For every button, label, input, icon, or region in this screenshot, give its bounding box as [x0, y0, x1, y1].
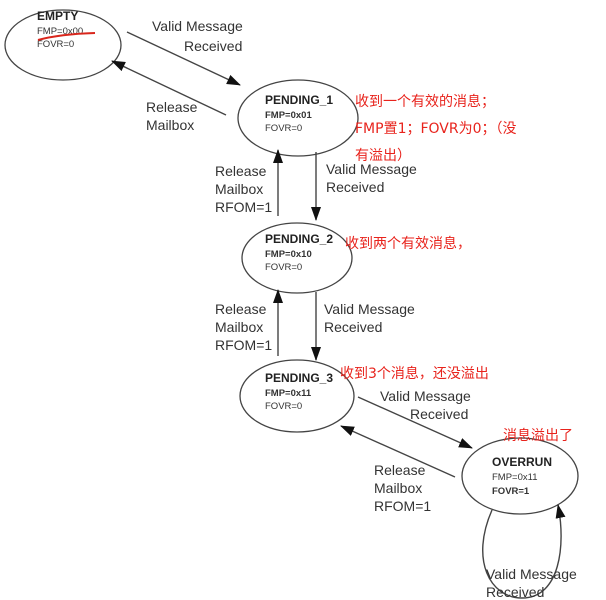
red-underline [37, 32, 96, 41]
state-fmp: FMP=0x00 [37, 26, 83, 37]
annotation-pending2: 收到两个有效消息， [345, 235, 471, 252]
annotation-pending1: FMP置1；FOVR为0；（没 [355, 121, 517, 137]
state-pending-2: PENDING_2 FMP=0x10 FOVR=0 [241, 222, 353, 294]
label-rfom: RFOM=1 [215, 199, 272, 215]
annotation-pending1: 有溢出） [355, 148, 411, 164]
label-received: Received [326, 179, 384, 195]
state-fovr: FOVR=1 [492, 486, 530, 497]
arrow-empty-to-pending1 [126, 31, 241, 86]
state-name: OVERRUN [492, 455, 552, 469]
label-mailbox: Mailbox [146, 117, 194, 133]
label-received: Received [410, 406, 468, 422]
state-fovr: FOVR=0 [265, 262, 302, 273]
state-fovr: FOVR=0 [265, 123, 302, 134]
state-fmp: FMP=0x11 [492, 472, 538, 483]
state-fovr: FOVR=0 [37, 39, 74, 50]
state-name: PENDING_2 [265, 232, 333, 246]
state-fmp: FMP=0x10 [265, 249, 312, 260]
state-name: PENDING_1 [265, 93, 333, 107]
state-empty: EMPTY FMP=0x00 FOVR=0 [4, 9, 122, 81]
label-release: Release [215, 301, 267, 317]
label-release: Release [146, 99, 198, 115]
label-mailbox: Mailbox [215, 181, 263, 197]
arrow-pending3-to-overrun [357, 396, 473, 449]
state-pending-3: PENDING_3 FMP=0x11 FOVR=0 [239, 359, 355, 433]
label-received: Received [184, 38, 242, 54]
label-valid-message: Valid Message [486, 566, 577, 582]
label-received: Received [486, 584, 544, 600]
label-valid-message: Valid Message [380, 388, 471, 404]
annotation-pending3: 收到3个消息，还没溢出 [340, 365, 489, 382]
arrow-overrun-to-pending3 [340, 425, 456, 478]
label-mailbox: Mailbox [374, 480, 422, 496]
label-valid-message: Valid Message [326, 161, 417, 177]
state-fovr: FOVR=0 [265, 401, 302, 412]
state-pending-1: PENDING_1 FMP=0x01 FOVR=0 [237, 79, 359, 157]
annotation-pending1: 收到一个有效的消息； [355, 93, 495, 110]
state-fmp: FMP=0x01 [265, 110, 312, 121]
state-overrun: OVERRUN FMP=0x11 FOVR=1 [461, 437, 579, 515]
state-name: PENDING_3 [265, 371, 333, 385]
label-release: Release [374, 462, 426, 478]
label-rfom: RFOM=1 [215, 337, 272, 353]
arrow-pending1-to-empty [111, 60, 227, 116]
label-received: Received [324, 319, 382, 335]
state-name: EMPTY [37, 9, 78, 23]
label-valid-message: Valid Message [152, 18, 243, 34]
label-rfom: RFOM=1 [374, 498, 431, 514]
state-fmp: FMP=0x11 [265, 388, 312, 399]
label-release: Release [215, 163, 267, 179]
annotation-overrun: 消息溢出了 [503, 427, 573, 444]
label-mailbox: Mailbox [215, 319, 263, 335]
label-valid-message: Valid Message [324, 301, 415, 317]
arrow-overrun-self-loop [482, 504, 566, 599]
